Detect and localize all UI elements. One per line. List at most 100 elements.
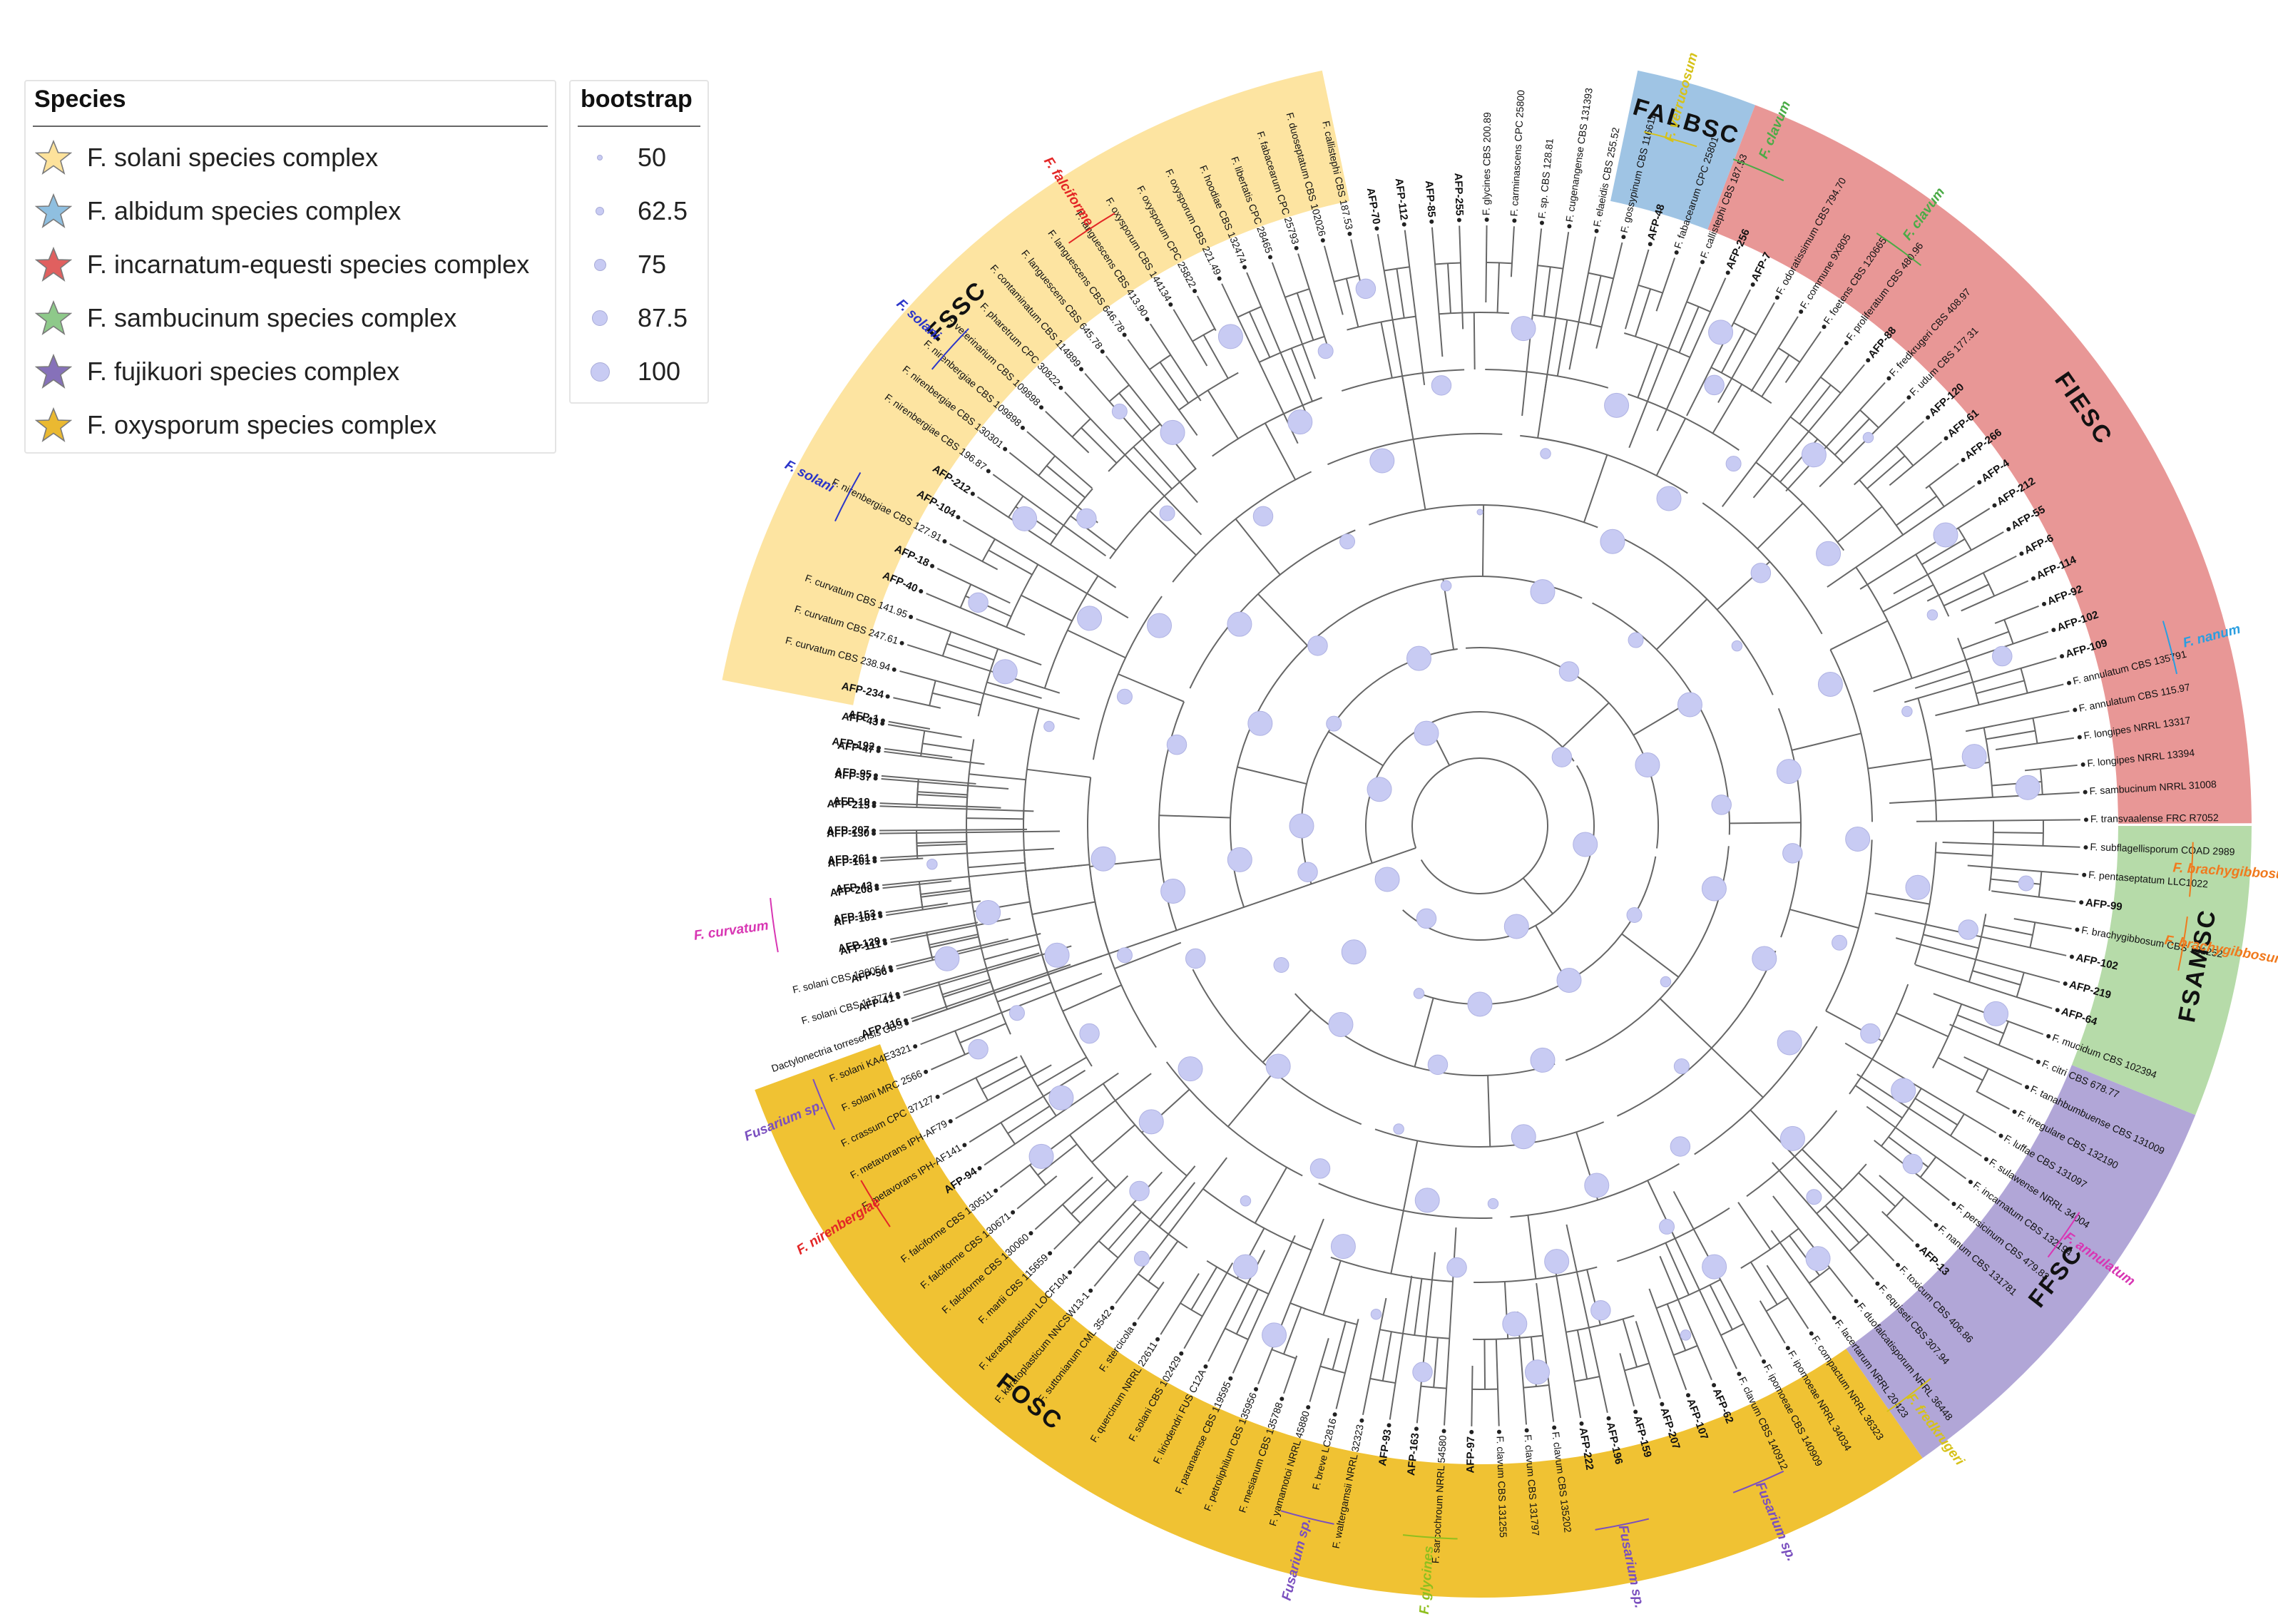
bootstrap-node — [1339, 533, 1356, 550]
bootstrap-node — [1476, 509, 1483, 516]
tip-branch — [1137, 1281, 1165, 1320]
tip-dot — [909, 615, 914, 620]
tip-label: AFP-207 — [827, 824, 869, 837]
internal-branch — [1046, 465, 1086, 499]
tip-branch — [1925, 462, 1959, 489]
internal-branch-arc — [1301, 648, 1458, 884]
bootstrap-node — [934, 946, 960, 971]
tip-branch — [1873, 630, 2049, 693]
internal-branch-arc — [1138, 1273, 1160, 1290]
internal-branch — [1829, 620, 1889, 650]
tip-dot — [1068, 1270, 1073, 1275]
tip-branch — [1904, 657, 2057, 703]
tip-dot — [994, 1188, 998, 1193]
tip-label: AFP-255 — [1452, 173, 1466, 216]
tip-dot — [1254, 1386, 1259, 1391]
tip-branch — [1196, 295, 1217, 332]
tip-dot — [1774, 295, 1779, 300]
tip-dot — [1809, 1331, 1814, 1336]
internal-branch — [1666, 1303, 1687, 1351]
tip-dot — [2063, 981, 2068, 986]
tip-dot — [2019, 551, 2024, 556]
internal-branch-arc — [929, 680, 936, 706]
bootstrap-node — [1961, 744, 1987, 770]
tip-branch — [884, 750, 985, 765]
tip-dot — [2083, 790, 2088, 795]
tip-branch — [1257, 1218, 1324, 1384]
tip-dot — [1168, 302, 1173, 307]
tip-dot — [970, 491, 975, 496]
internal-branch-arc — [1284, 288, 1310, 298]
tip-branch — [899, 670, 1080, 720]
tip-branch — [1160, 1273, 1200, 1335]
internal-branch — [1487, 1075, 1491, 1147]
bootstrap-node — [1116, 688, 1133, 705]
annotation-bracket — [1876, 233, 1922, 266]
bootstrap-node — [1431, 375, 1452, 396]
bootstrap-dot — [592, 310, 608, 326]
tip-dot — [1294, 245, 1299, 250]
tip-branch — [2024, 764, 2078, 772]
tip-branch — [942, 1056, 1018, 1096]
tip-label: AFP-101 — [827, 855, 871, 869]
internal-branch — [1021, 594, 1073, 622]
internal-branch — [968, 862, 1026, 869]
internal-branch — [1944, 583, 1990, 607]
internal-branch — [1264, 422, 1297, 481]
tip-dot — [1320, 238, 1325, 243]
bootstrap-dot — [596, 207, 604, 215]
species-legend-label: F. incarnatum-equesti species complex — [87, 250, 530, 279]
tip-branch — [1785, 382, 1886, 492]
tip-branch — [1444, 1227, 1457, 1426]
tip-dot — [1414, 1426, 1419, 1431]
tip-branch — [1881, 1210, 1914, 1242]
internal-branch — [1401, 376, 1414, 440]
tip-branch — [882, 880, 952, 889]
tip-dot — [1122, 332, 1127, 337]
tip-dot — [877, 911, 882, 916]
tip-dot — [1686, 1393, 1691, 1398]
internal-branch — [1257, 593, 1308, 646]
tip-dot — [1100, 349, 1105, 354]
species-legend-item: F. sambucinum species complex — [33, 297, 456, 339]
bootstrap-node — [1779, 1125, 1805, 1151]
tip-branch — [1827, 484, 1976, 588]
bootstrap-node — [1702, 1254, 1727, 1280]
tip-branch — [1628, 267, 1702, 449]
tip-dot — [1242, 265, 1247, 270]
internal-branch — [1761, 354, 1790, 397]
tip-branch — [1173, 309, 1208, 367]
tip-branch — [916, 618, 1042, 666]
bootstrap-node — [1673, 1058, 1690, 1075]
tip-branch — [962, 519, 1129, 619]
tip-dot — [1552, 1425, 1557, 1430]
bootstrap-node — [1777, 1030, 1802, 1056]
tip-branch — [1536, 1283, 1555, 1422]
tip-dot — [1484, 218, 1489, 223]
tip-dot — [1268, 255, 1273, 260]
tip-branch — [1994, 605, 2039, 624]
tip-dot — [1992, 503, 1997, 508]
species-legend-rule — [33, 126, 548, 127]
bootstrap-dot — [590, 362, 610, 382]
internal-branch — [917, 791, 968, 796]
bootstrap-node — [1227, 611, 1252, 637]
bootstrap-node — [1232, 1254, 1258, 1280]
tip-dot — [2080, 762, 2085, 767]
internal-branch — [1938, 1057, 1983, 1081]
bootstrap-node — [1147, 613, 1173, 638]
tip-dot — [1192, 288, 1197, 293]
internal-branch — [1007, 1105, 1051, 1134]
bootstrap-node — [1341, 939, 1367, 965]
bootstrap-node — [1677, 692, 1702, 717]
tip-dot — [1386, 1423, 1391, 1428]
tip-branch — [885, 902, 948, 914]
bootstrap-node — [1367, 777, 1392, 802]
internal-branch — [1433, 1337, 1439, 1388]
bootstrap-legend-label: 87.5 — [638, 303, 688, 332]
tip-branch — [1772, 1162, 1874, 1280]
bootstrap-node — [992, 659, 1018, 685]
tip-branch — [879, 830, 1061, 834]
